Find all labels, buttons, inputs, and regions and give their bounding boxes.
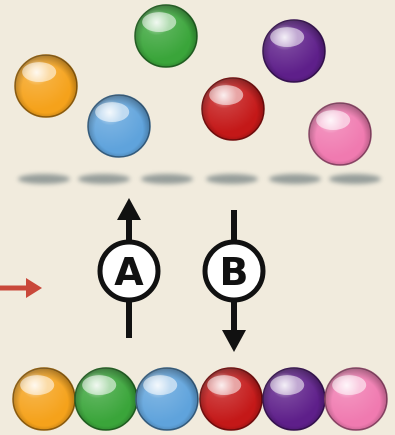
row-marble-red (199, 367, 263, 431)
arrow-down-icon (222, 330, 246, 352)
slot-shadow (269, 174, 321, 184)
slot-shadow (18, 174, 70, 184)
slot-shadow (141, 174, 193, 184)
operation-b-label: B (220, 250, 249, 294)
slot-shadow (206, 174, 258, 184)
row-marble-orange (12, 367, 76, 431)
marble-purple (262, 19, 326, 83)
marble-red (201, 77, 265, 141)
slot-shadow (329, 174, 381, 184)
operation-a-label: A (114, 250, 144, 294)
row-marble-blue (135, 367, 199, 431)
row-marble-green (74, 367, 138, 431)
marble-blue (87, 94, 151, 158)
operation-a-up[interactable]: A (97, 198, 161, 338)
row-marble-purple (262, 367, 326, 431)
slot-shadows (18, 174, 381, 184)
marble-green (134, 4, 198, 68)
slot-shadow (78, 174, 130, 184)
arrow-up-icon (117, 198, 141, 220)
operation-b-down[interactable]: B (202, 210, 266, 352)
floating-marbles (14, 4, 372, 166)
marble-pink (308, 102, 372, 166)
marble-row (12, 367, 388, 431)
row-marble-pink (324, 367, 388, 431)
arrow-right-icon (0, 278, 42, 298)
marble-orange (14, 54, 78, 118)
